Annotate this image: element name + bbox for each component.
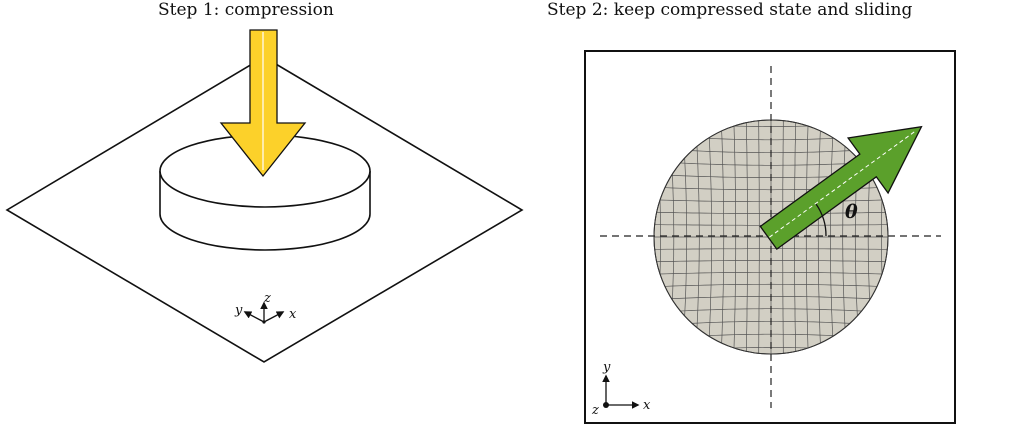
step2-panel: θ y x z	[584, 50, 956, 424]
step2-title: Step 2: keep compressed state and slidin…	[547, 0, 913, 20]
compression-arrow	[219, 29, 307, 178]
sliding-arrow	[759, 125, 923, 250]
step2-y-label: y	[602, 360, 611, 375]
mesh-column-line	[805, 120, 809, 354]
theta-label: θ	[845, 201, 858, 223]
angle-arc	[815, 203, 827, 237]
cylinder-disc	[159, 134, 371, 251]
step1-y-label: y	[234, 303, 243, 318]
step2-x-label: x	[643, 398, 651, 413]
step2-axis-triad: y x z	[591, 360, 651, 418]
mesh-column-line	[842, 120, 848, 354]
mesh-column-line	[817, 120, 822, 354]
step1-x-label: x	[289, 307, 297, 322]
step2-z-label: z	[591, 403, 599, 418]
step1-axis-triad: z x y	[234, 291, 297, 324]
step1-z-label: z	[263, 291, 271, 306]
step1-panel: z x y	[5, 29, 524, 363]
mesh-column-line	[830, 120, 835, 354]
step1-title: Step 1: compression	[158, 0, 334, 20]
